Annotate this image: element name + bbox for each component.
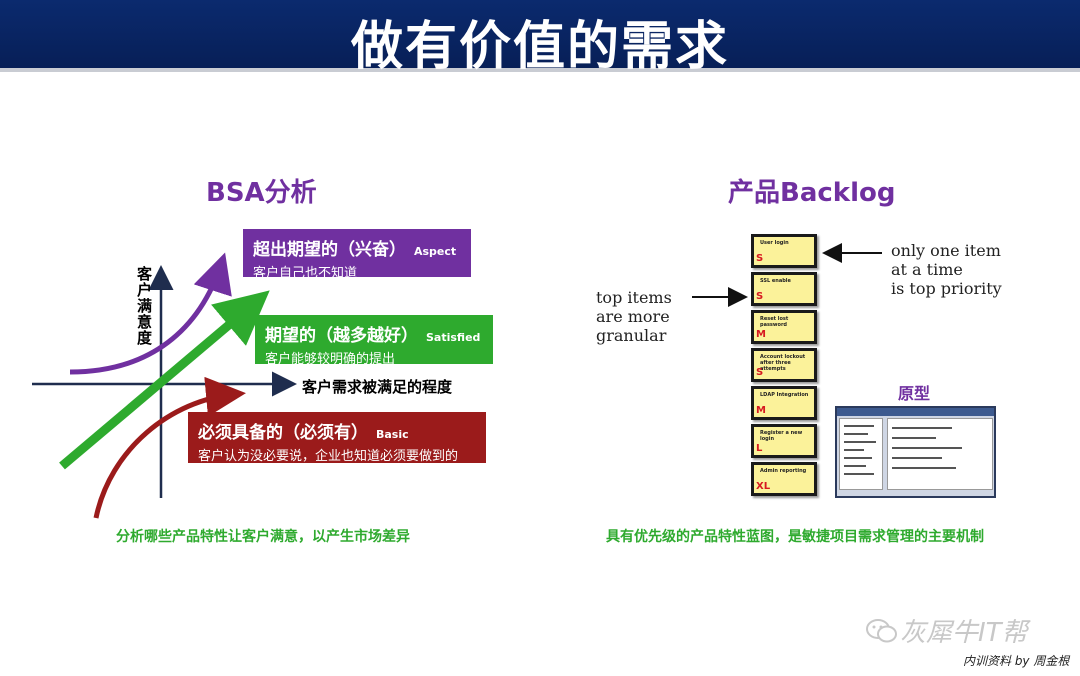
prototype-screenshot — [835, 406, 996, 498]
note-right-line: only one item — [891, 241, 1001, 260]
note-left: top items are more granular — [596, 288, 672, 345]
card-title: Reset lost password — [760, 316, 789, 328]
satisfied-line — [59, 290, 270, 470]
card-size: M — [756, 329, 766, 340]
bsa-heading: BSA分析 — [206, 178, 317, 208]
backlog-heading: 产品Backlog — [728, 178, 896, 208]
card-title: Account lockout after three attempts — [760, 354, 806, 372]
card-size: S — [756, 367, 764, 378]
card-title: Register a new login — [760, 430, 803, 442]
left-caption: 分析哪些产品特性让客户满意，以产生市场差异 — [116, 529, 410, 545]
card-size: M — [756, 405, 766, 416]
card-size: S — [756, 291, 764, 302]
prototype-label: 原型 — [898, 384, 931, 403]
satisfied-desc: 客户能够较明确的提出 — [265, 352, 396, 367]
watermark: 灰犀牛IT帮 — [900, 618, 1028, 648]
card-size: S — [756, 253, 764, 264]
backlog-card: Reset lost password M — [751, 310, 817, 344]
card-size: L — [756, 443, 763, 454]
card-title: SSL enable — [760, 278, 791, 284]
aspect-curve — [69, 252, 232, 375]
note-right-line: at a time — [891, 260, 963, 279]
card-title: Admin reporting — [760, 468, 807, 474]
note-left-line: are more — [596, 307, 670, 326]
basic-box: 必须具备的（必须有） Basic 客户认为没必要说，企业也知道必须要做到的 — [188, 412, 486, 464]
page-title: 做有价值的需求 — [350, 17, 729, 77]
basic-title: 必须具备的（必须有） — [198, 423, 368, 443]
backlog-card: User login S — [751, 234, 817, 268]
y-axis-label: 客户满意度 — [135, 266, 153, 346]
wechat-icon — [866, 619, 897, 643]
basic-curve — [93, 376, 246, 519]
note-left-line: top items — [596, 288, 672, 307]
backlog-card: Account lockout after three attempts S — [751, 348, 817, 382]
satisfied-en: Satisfied — [426, 331, 481, 344]
backlog-card: Admin reporting XL — [751, 462, 817, 496]
title-bar: 做有价值的需求 — [0, 0, 1080, 77]
basic-en: Basic — [376, 428, 409, 441]
satisfied-box: 期望的（越多越好） Satisfied 客户能够较明确的提出 — [255, 315, 493, 367]
aspect-box: 超出期望的（兴奋） Aspect 客户自己也不知道 — [243, 229, 471, 281]
card-title: User login — [760, 240, 789, 246]
backlog-card: LDAP Integration M — [751, 386, 817, 420]
note-right-line: is top priority — [891, 279, 1002, 298]
backlog-card: SSL enable S — [751, 272, 817, 306]
right-caption: 具有优先级的产品特性蓝图，是敏捷项目需求管理的主要机制 — [606, 529, 984, 545]
x-axis-label: 客户需求被满足的程度 — [302, 378, 453, 396]
satisfied-title: 期望的（越多越好） — [265, 326, 418, 346]
backlog-card: Register a new login L — [751, 424, 817, 458]
note-left-line: granular — [596, 326, 667, 345]
card-title: LDAP Integration — [760, 392, 809, 398]
credit: 内训资料 by 周金根 — [963, 654, 1070, 668]
aspect-desc: 客户自己也不知道 — [253, 266, 358, 281]
card-size: XL — [756, 481, 771, 492]
aspect-en: Aspect — [414, 245, 457, 258]
aspect-title: 超出期望的（兴奋） — [253, 240, 406, 260]
basic-desc: 客户认为没必要说，企业也知道必须要做到的 — [198, 449, 459, 464]
note-right: only one item at a time is top priority — [891, 241, 1002, 298]
